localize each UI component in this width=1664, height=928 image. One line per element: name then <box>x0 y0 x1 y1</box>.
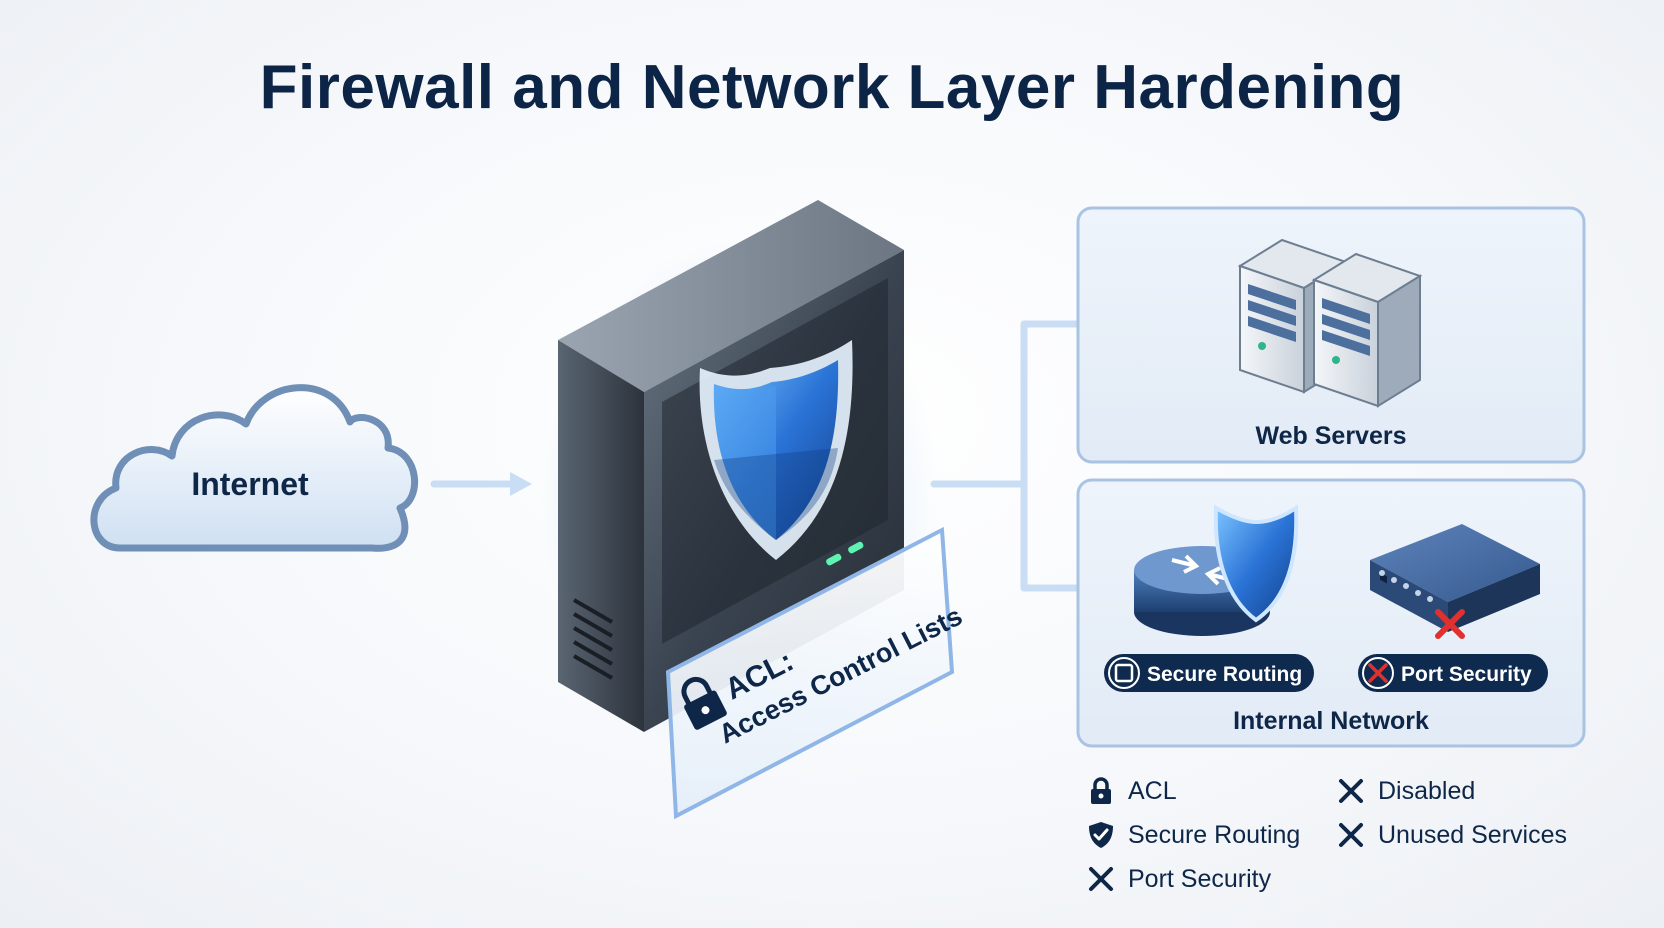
port-security-badge: Port Security <box>1358 654 1548 692</box>
legend-item-secure-routing: Secure Routing <box>1086 820 1300 850</box>
server-icon <box>1311 252 1423 408</box>
x-icon <box>1089 867 1113 891</box>
lock-icon <box>1091 777 1111 804</box>
secure-routing-badge-label: Secure Routing <box>1147 663 1302 686</box>
legend-item-port-security: Port Security <box>1086 864 1271 894</box>
secure-routing-badge: Secure Routing <box>1104 654 1314 692</box>
arrow-internet-to-firewall <box>430 472 532 496</box>
square-icon <box>1114 663 1134 683</box>
router-shield-icon <box>1213 504 1299 623</box>
internet-cloud: Internet <box>90 384 419 552</box>
legend-item-disabled: Disabled <box>1336 776 1475 806</box>
web-servers-panel: Web Servers <box>1076 206 1586 464</box>
legend-label: Unused Services <box>1378 820 1567 849</box>
switch-icon <box>1370 524 1540 632</box>
port-security-badge-label: Port Security <box>1401 663 1532 686</box>
internal-network-label: Internal Network <box>1233 707 1429 735</box>
web-servers-label: Web Servers <box>1255 422 1406 450</box>
acl-lock-icon <box>681 676 727 730</box>
legend-item-acl: ACL <box>1086 776 1177 806</box>
x-icon <box>1339 823 1363 847</box>
legend-label: Secure Routing <box>1128 820 1301 849</box>
legend-label: ACL <box>1128 776 1177 805</box>
acl-card: ACL: Access Control Lists <box>665 526 967 820</box>
legend-label: Port Security <box>1128 864 1272 893</box>
x-icon <box>1368 663 1388 683</box>
internet-label: Internet <box>191 466 309 502</box>
firewall-shield-icon <box>699 340 853 560</box>
switch-blocked-icon <box>1435 609 1465 639</box>
internal-network-panel: Secure Routing Port Security Internal Ne… <box>1076 478 1586 748</box>
legend-label: Disabled <box>1378 776 1476 805</box>
x-icon <box>1339 779 1363 803</box>
page-title: Firewall and Network Layer Hardening <box>259 53 1405 122</box>
shield-check-icon <box>1089 822 1113 848</box>
legend-item-unused-services: Unused Services <box>1336 820 1567 850</box>
